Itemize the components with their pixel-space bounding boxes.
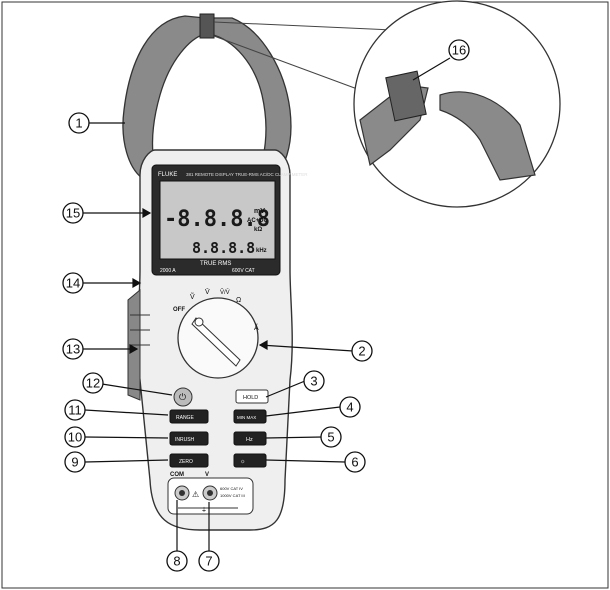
input-jacks: COM V ⚠ 600V CAT IV 1000V CAT III ⏚ (167, 472, 254, 515)
inrush-label: INRUSH (175, 437, 195, 443)
svg-text:3: 3 (310, 374, 317, 389)
lcd-sub-reading: 8.8.8.8 (192, 239, 255, 257)
power-button[interactable] (173, 387, 193, 407)
jaw-tip-detail (213, 0, 561, 208)
svg-text:14: 14 (66, 276, 80, 291)
com-label: COM (170, 472, 184, 478)
dial-pos-3: Ṽ/V̄ (220, 289, 230, 296)
rating-left-label: 2000 A (160, 268, 176, 274)
ground-icon: ⏚ (201, 507, 207, 514)
display-bezel: FLUKE 381 REMOTE DISPLAY TRUE-RMS AC/DC … (151, 164, 308, 276)
rating-right-label: 600V CAT (232, 268, 255, 274)
callout-9: 9 (64, 451, 86, 473)
cat-rating-1: 600V CAT IV (220, 486, 243, 491)
callout-10: 10 (64, 426, 86, 448)
lcd-main-reading: -8.8.8.8 (164, 207, 270, 232)
model-label: 381 REMOTE DISPLAY TRUE-RMS AC/DC CLAMP … (186, 172, 308, 177)
callout-11: 11 (64, 399, 86, 421)
v-label: V (205, 472, 209, 478)
callout-6: 6 (344, 451, 366, 473)
svg-text:6: 6 (351, 455, 358, 470)
dial-pos-5: Ã (254, 323, 259, 332)
svg-text:15: 15 (66, 206, 80, 221)
dial-pos-2: V̄ (205, 288, 210, 296)
svg-text:12: 12 (86, 376, 100, 391)
callout-8: 8 (166, 550, 188, 572)
svg-text:5: 5 (327, 430, 334, 445)
svg-text:16: 16 (452, 43, 466, 58)
hold-label: HOLD (243, 395, 258, 401)
brand-label: FLUKE (158, 172, 177, 178)
hz-button[interactable] (233, 431, 267, 446)
lcd-unit-volts: mV (254, 208, 265, 215)
svg-text:1: 1 (75, 116, 82, 131)
lcd-unit-hz: kHz (256, 248, 267, 254)
backlight-icon: ☼ (240, 459, 246, 465)
cat-rating-2: 1000V CAT III (220, 493, 245, 498)
svg-text:9: 9 (71, 455, 78, 470)
min-max-label: MIN MAX (237, 415, 256, 420)
svg-text:8: 8 (173, 554, 180, 569)
dial-pos-1: Ṽ (190, 292, 195, 301)
callout-7: 7 (198, 550, 220, 572)
min-max-button[interactable] (233, 409, 267, 424)
zero-button[interactable] (169, 453, 209, 468)
jaw-tip (199, 13, 215, 39)
dial-off-label: OFF (173, 307, 185, 313)
callout-2: 2 (351, 340, 373, 362)
hz-label: Hz (246, 437, 253, 443)
backlight-button[interactable] (233, 453, 267, 468)
svg-text:11: 11 (68, 403, 82, 418)
button-panel: ⏻ HOLD RANGE MIN MAX INRUSH Hz ZERO ☼ (169, 387, 269, 468)
true-rms-label: TRUE RMS (200, 261, 231, 267)
range-label: RANGE (176, 415, 194, 421)
callout-markers: 1 2 3 4 5 6 7 8 9 10 11 12 13 14 15 16 (62, 39, 470, 572)
svg-text:2: 2 (358, 344, 365, 359)
svg-text:13: 13 (66, 342, 80, 357)
svg-text:7: 7 (205, 554, 212, 569)
callout-14: 14 (62, 272, 84, 294)
leader-lines (82, 57, 451, 551)
range-button[interactable] (169, 409, 209, 424)
callout-3: 3 (303, 370, 325, 392)
inrush-button[interactable] (169, 431, 209, 446)
lcd-unit-acdc: AC+DC (247, 218, 269, 224)
rotary-switch[interactable]: OFF Ṽ V̄ Ṽ/V̄ Ω Ã (173, 288, 259, 379)
power-icon: ⏻ (179, 392, 186, 402)
callout-16: 16 (448, 39, 470, 61)
zero-label: ZERO (179, 459, 193, 465)
callout-4: 4 (339, 396, 361, 418)
callout-13: 13 (62, 338, 84, 360)
svg-text:4: 4 (346, 400, 353, 415)
lcd-unit-ohm: kΩ (254, 227, 262, 233)
callout-15: 15 (62, 202, 84, 224)
svg-text:10: 10 (68, 430, 82, 445)
callout-1: 1 (68, 112, 90, 134)
warning-icon: ⚠ (192, 490, 199, 499)
dial-pos-4: Ω (236, 297, 241, 304)
callout-5: 5 (320, 426, 342, 448)
callout-12: 12 (82, 372, 104, 394)
lcd-screen (159, 180, 276, 260)
